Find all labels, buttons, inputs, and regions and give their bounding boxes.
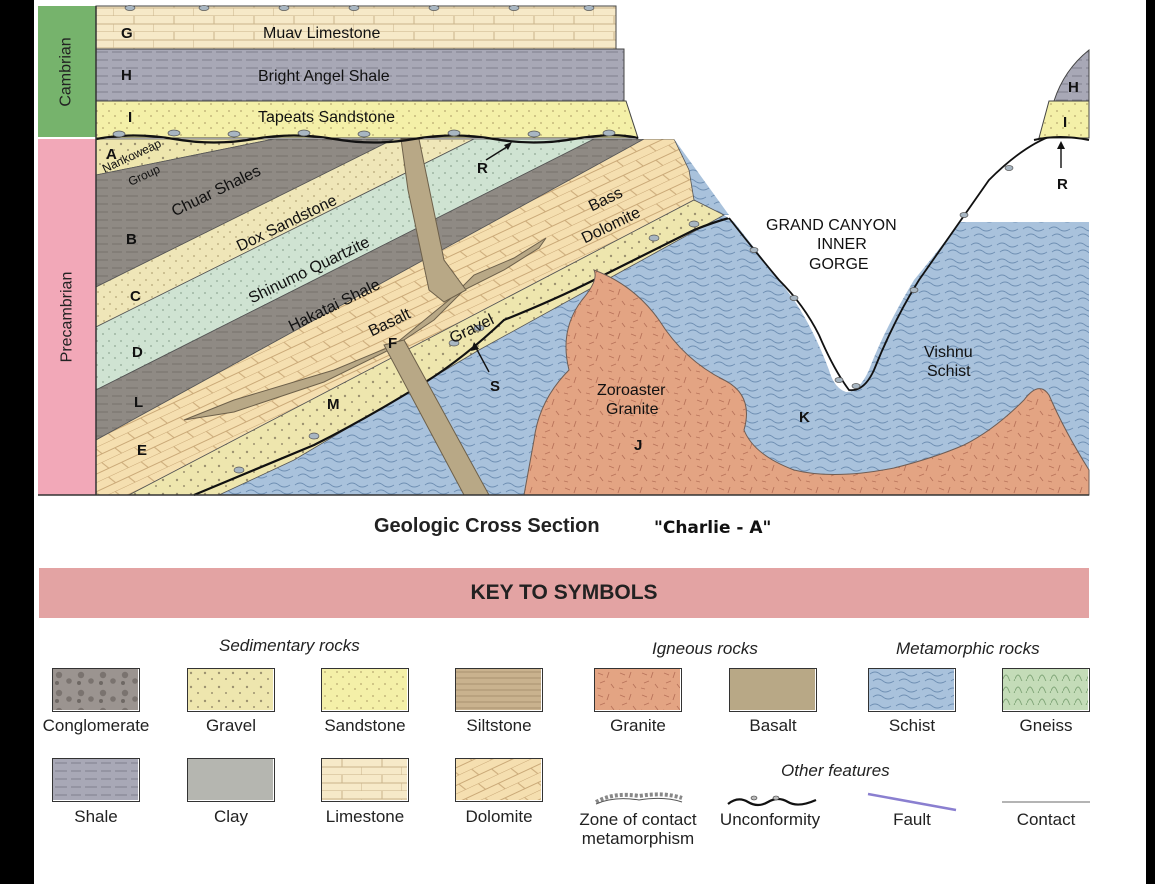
key-label-shale: Shale	[74, 807, 118, 826]
unit-letter-i: I	[128, 109, 133, 126]
label-gorge-1: GRAND CANYON	[766, 217, 897, 234]
unit-letter-h-right: H	[1068, 79, 1079, 96]
basalt-sill	[183, 237, 547, 421]
symbol-contact-metamorphism	[595, 792, 683, 805]
key-label-gravel: Gravel	[205, 716, 257, 735]
arrowhead-s	[471, 342, 479, 351]
swatch-limestone	[321, 758, 409, 802]
unit-letter-c: C	[130, 288, 141, 305]
key-label-sandstone: Sandstone	[324, 716, 406, 735]
unit-letter-g: G	[121, 25, 133, 42]
unit-letter-b: B	[126, 231, 137, 248]
arrow-s	[474, 345, 490, 373]
layer-gravel	[128, 199, 725, 495]
swatch-clay	[187, 758, 275, 802]
group-sedimentary: Sedimentary rocks	[219, 636, 360, 655]
arrowhead-r	[504, 142, 512, 150]
label-gorge-2: INNER	[817, 236, 867, 253]
key-label-siltstone: Siltstone	[466, 716, 532, 735]
key-label-dolomite: Dolomite	[465, 807, 533, 826]
key-label-schist: Schist	[888, 716, 936, 735]
swatch-sandstone	[321, 668, 409, 712]
symbol-unconformity	[727, 795, 817, 807]
key-label-unconformity: Unconformity	[719, 810, 821, 829]
unit-letter-k: K	[799, 409, 810, 426]
label-tapeats-sandstone: Tapeats Sandstone	[258, 109, 395, 126]
label-muav-limestone: Muav Limestone	[263, 25, 381, 42]
unit-letter-e: E	[137, 442, 148, 459]
unit-letter-r-right: R	[1057, 176, 1068, 193]
label-bright-angel-shale: Bright Angel Shale	[258, 68, 390, 85]
gorge-wall-outline	[728, 134, 1055, 392]
page: Cambrian Precambrian	[34, 0, 1146, 884]
key-label-clay: Clay	[213, 807, 248, 826]
unit-zoroaster-granite	[523, 269, 1090, 496]
figure-caption-subtitle: "Charlie - A"	[654, 518, 772, 538]
era-bar-precambrian: Precambrian	[38, 139, 96, 495]
key-label-contact-metamorphism: Zone of contact metamorphism	[579, 810, 697, 848]
unconformity-r	[95, 134, 639, 144]
unit-letter-i-right: I	[1063, 114, 1068, 131]
unit-letter-h: H	[121, 67, 132, 84]
unit-letter-a: A	[106, 146, 117, 163]
key-header-bar: KEY TO SYMBOLS	[39, 568, 1089, 618]
swatch-basalt	[729, 668, 817, 712]
key-title: KEY TO SYMBOLS	[470, 581, 658, 604]
unit-letter-m: M	[327, 396, 340, 413]
arrowhead-r-right	[1057, 141, 1065, 149]
unit-letter-r: R	[477, 160, 488, 177]
key-label-contact: Contact	[1016, 810, 1076, 829]
unconformity-s	[193, 216, 730, 497]
label-vishnu-2: Schist	[927, 363, 971, 380]
label-vishnu-1: Vishnu	[924, 344, 973, 361]
cross-section-diagram	[38, 5, 1090, 497]
swatch-siltstone	[455, 668, 543, 712]
key-label-gneiss: Gneiss	[1019, 716, 1073, 735]
group-other-features: Other features	[781, 761, 890, 780]
symbol-fault	[867, 792, 957, 812]
unconformity-pebbles	[112, 5, 1014, 474]
figure-caption: Geologic Cross Section	[374, 515, 600, 537]
swatch-shale	[52, 758, 140, 802]
label-zoroaster-1: Zoroaster	[597, 382, 666, 399]
label-zoroaster-2: Granite	[606, 401, 659, 418]
key-label-fault: Fault	[893, 810, 931, 829]
label-gorge-3: GORGE	[809, 256, 869, 273]
unit-letter-s: S	[490, 378, 501, 395]
symbol-contact	[1002, 801, 1090, 803]
swatch-schist	[868, 668, 956, 712]
era-bar-cambrian: Cambrian	[38, 6, 96, 137]
key-label-conglomerate: Conglomerate	[42, 716, 150, 735]
swatch-gravel	[187, 668, 275, 712]
unit-letter-l: L	[134, 394, 144, 411]
unconformity-r-right	[1033, 136, 1090, 141]
swatch-dolomite	[455, 758, 543, 802]
key-label-basalt: Basalt	[749, 716, 797, 735]
group-igneous: Igneous rocks	[652, 639, 758, 658]
group-metamorphic: Metamorphic rocks	[896, 639, 1040, 658]
key-label-granite: Granite	[610, 716, 666, 735]
basalt-feeder-dike	[400, 138, 467, 303]
swatch-gneiss	[1002, 668, 1090, 712]
unit-letter-f: F	[388, 335, 398, 352]
inner-gorge-void	[724, 50, 1089, 392]
swatch-conglomerate	[52, 668, 140, 712]
unit-letter-j: J	[634, 437, 643, 454]
key-label-limestone: Limestone	[325, 807, 405, 826]
swatch-granite	[594, 668, 682, 712]
layer-h-right	[1053, 48, 1090, 102]
unit-letter-d: D	[132, 344, 143, 361]
layer-i-right	[1038, 100, 1090, 139]
